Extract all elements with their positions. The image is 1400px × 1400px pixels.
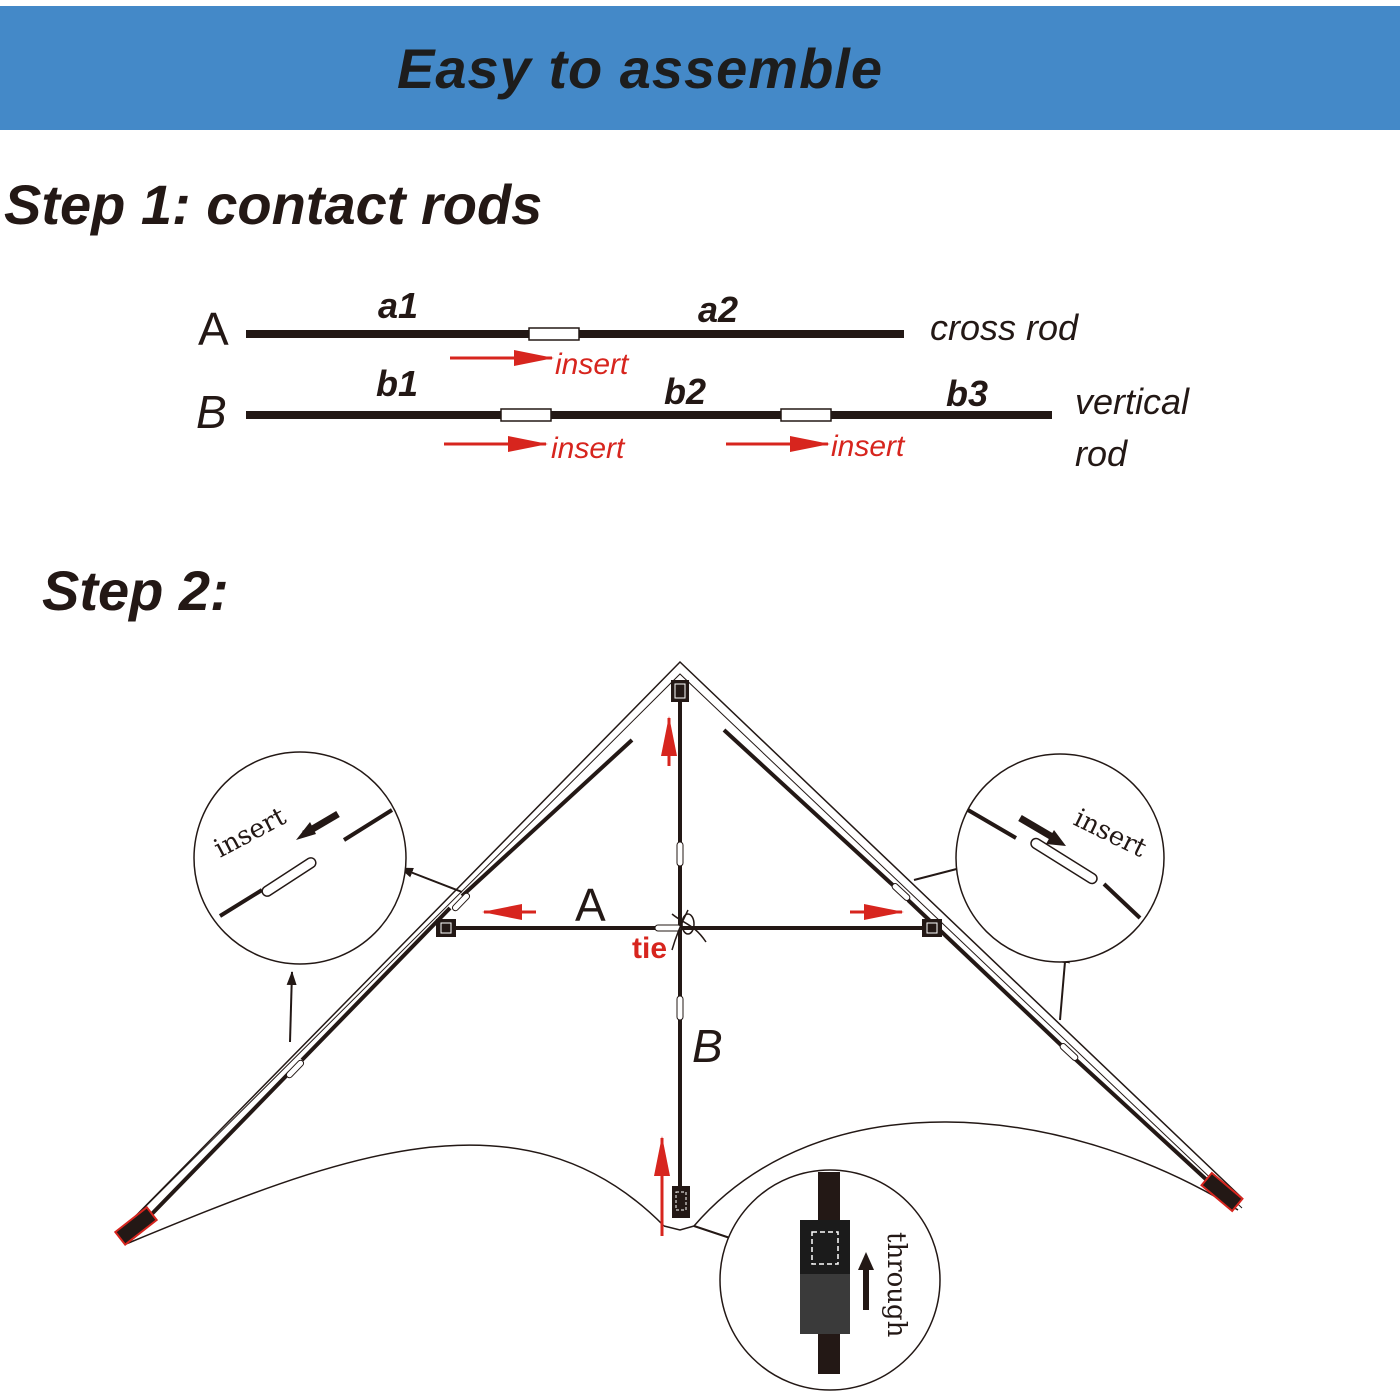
kite-label-a: A [575,879,606,931]
kite-sail-top-edge [117,660,1243,1235]
ferrule-left-lower [285,1059,305,1079]
ferrule-right-lower [1059,1043,1079,1061]
detail-tail-pocket-stitch [811,1231,839,1265]
connector-nose-inner [674,683,686,699]
detail-right-rod-lower [1102,882,1142,920]
detail-right-ferrule [1030,837,1098,885]
detail-left-insert: insert [193,751,407,965]
pointer-left-lower [286,971,297,1043]
spreader-ferrule [654,924,682,932]
tie-label: tie [632,932,667,965]
kite-label-b: B [692,1020,723,1072]
rod-b-letter: B [196,386,227,438]
detail-right-insert: insert [955,753,1165,963]
detail-tail-through: through [719,1169,941,1391]
detail-tail-pocket-lower [800,1274,850,1334]
rod-a-segment-a2: a2 [698,289,738,330]
rod-a-insert-label: insert [555,348,630,381]
header-banner: Easy to assemble [0,6,1400,130]
rod-b-diagram: B b1 b2 b3 vertical rod insert insert [196,363,1190,474]
connector-right-inner [926,922,938,934]
wingtip-pocket-right [1200,1171,1244,1213]
connector-left-inner [440,922,452,934]
rod-b-segment-b3: b3 [946,373,988,414]
detail-left-circle [193,751,407,965]
rod-b-name-line2: rod [1075,433,1128,474]
ferrule-left-upper [451,892,471,912]
detail-tail-label: through [881,1232,911,1338]
rod-b-insert-label-2: insert [831,430,906,463]
pointer-left-upper [399,867,463,893]
detail-right-insert-arrow-shaft [1018,814,1056,842]
tie-loop [681,913,695,935]
kite-sail-inner-edge [117,673,1243,1235]
rod-b-connector-1 [500,408,552,422]
spar-left-middle [300,906,452,1062]
detail-left-rod-upper [342,808,394,842]
rod-b-segment-b1: b1 [376,363,418,404]
connector-tail [672,1186,690,1218]
rod-b-segment-b2: b2 [664,371,706,412]
connector-left [436,919,456,937]
spine-ferrule-upper [676,841,684,867]
kite-trailing-edge-left [125,1144,665,1245]
spar-right-upper [722,728,898,890]
detail-left-insert-arrow-head [296,822,316,840]
rod-b-insert-label-1: insert [551,432,626,465]
wingtip-pocket-left [113,1205,159,1247]
detail-left-ferrule [261,857,317,897]
kite-trailing-edge-right [693,1121,1239,1227]
spar-left-lower [142,1070,292,1224]
step1-title: Step 1: contact rods [4,173,543,236]
rod-a-connector [528,327,580,341]
spar-right-lower [1072,1056,1224,1196]
connector-tail-inner [675,1191,687,1211]
rod-a-diagram: A a1 a2 cross rod insert [198,285,1079,381]
detail-right-insert-arrow-head [1046,830,1066,846]
spine-ferrule-lower [676,995,684,1021]
kite-tail-notch [663,1225,695,1231]
header-title: Easy to assemble [396,37,884,100]
detail-left-rod-lower [218,888,264,918]
ferrule-right-upper [891,883,911,901]
rod-b-name-line1: vertical [1075,381,1190,422]
rod-a-segment-a1: a1 [378,285,418,326]
connector-right [922,919,942,937]
connector-nose [671,680,689,702]
detail-right-rod-upper [966,808,1018,840]
rod-b-connector-2 [780,408,832,422]
kite-diagram: A B tie [113,660,1244,1249]
rod-a-letter: A [198,303,229,355]
rod-a-name: cross rod [930,307,1079,348]
detail-tail-pocket-upper [800,1220,850,1274]
step2-title: Step 2: [42,559,229,622]
spar-left-upper [460,738,634,898]
detail-tail-arrow-head [858,1252,874,1270]
